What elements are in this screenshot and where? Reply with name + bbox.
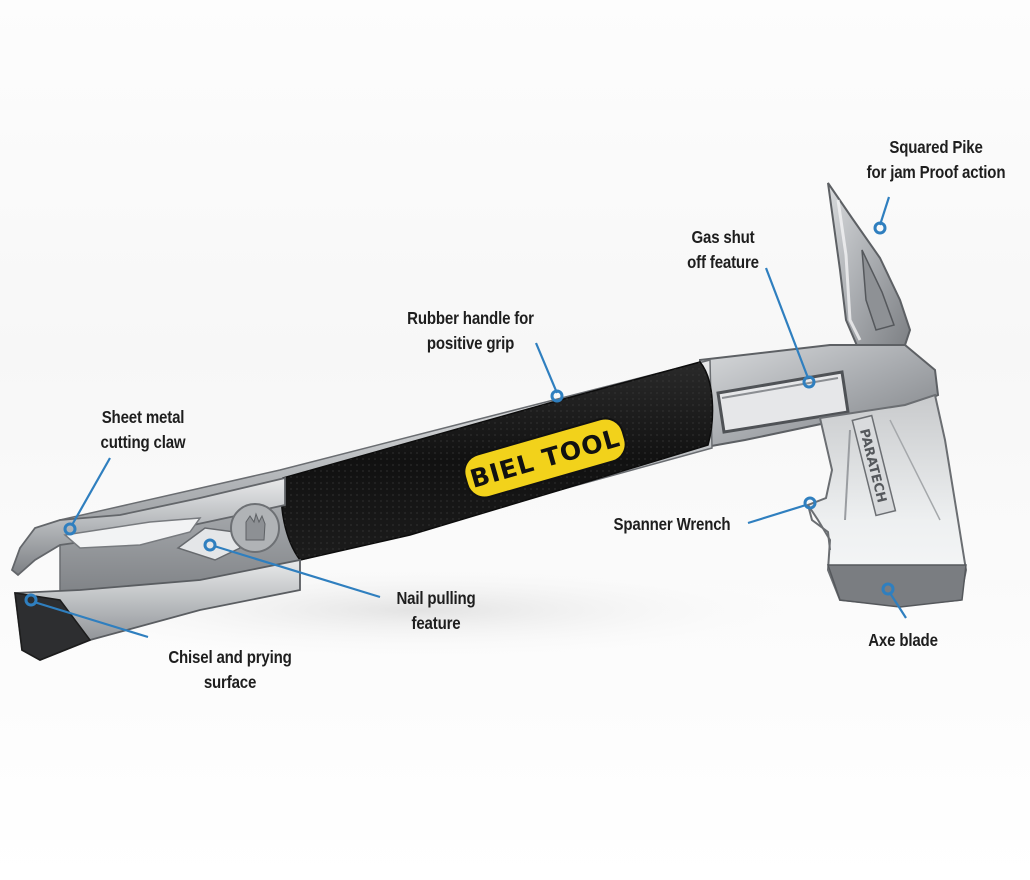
leader-chisel-prying bbox=[33, 600, 149, 639]
callout-sheet-metal-claw: Sheet metal cutting claw bbox=[87, 405, 199, 455]
callout-line: Spanner Wrench bbox=[613, 514, 731, 534]
callout-line: positive grip bbox=[426, 333, 515, 353]
callout-squared-pike: Squared Pike for jam Proof action bbox=[850, 135, 1022, 185]
callout-axe-blade: Axe blade bbox=[856, 628, 951, 653]
callout-line: for jam Proof action bbox=[866, 162, 1006, 182]
callout-line: Gas shut bbox=[691, 227, 755, 247]
callout-line: Squared Pike bbox=[889, 137, 983, 157]
callout-line: off feature bbox=[687, 252, 759, 272]
callout-line: Chisel and prying bbox=[168, 647, 292, 667]
leader-nail-pulling bbox=[213, 544, 381, 599]
tool-head: PARATECH bbox=[699, 182, 968, 608]
callout-line: feature bbox=[411, 613, 461, 633]
callout-line: Nail pulling bbox=[396, 588, 476, 608]
leader-spanner-wrench bbox=[747, 503, 807, 525]
callout-line: surface bbox=[203, 672, 257, 692]
callout-nail-pulling: Nail pulling feature bbox=[384, 586, 487, 636]
leader-sheet-metal-claw bbox=[71, 457, 111, 526]
brand-badge bbox=[463, 417, 627, 499]
callout-chisel-prying: Chisel and prying surface bbox=[153, 645, 308, 695]
callout-line: Rubber handle for bbox=[407, 308, 534, 328]
leader-rubber-handle bbox=[534, 342, 559, 394]
leader-lines bbox=[24, 196, 907, 639]
callout-line: Sheet metal bbox=[101, 407, 185, 427]
rubber-grip: BIEL TOOL bbox=[280, 361, 714, 561]
leader-squared-pike bbox=[878, 196, 891, 226]
callout-spanner-wrench: Spanner Wrench bbox=[603, 512, 741, 537]
claw-end bbox=[10, 476, 301, 661]
leader-axe-blade bbox=[889, 592, 907, 619]
callout-rubber-handle: Rubber handle for positive grip bbox=[391, 306, 550, 356]
callout-line: cutting claw bbox=[100, 432, 186, 452]
callout-gas-shut-off: Gas shut off feature bbox=[676, 225, 771, 275]
callout-line: Axe blade bbox=[868, 630, 938, 650]
leader-gas-shut-off bbox=[764, 267, 810, 379]
